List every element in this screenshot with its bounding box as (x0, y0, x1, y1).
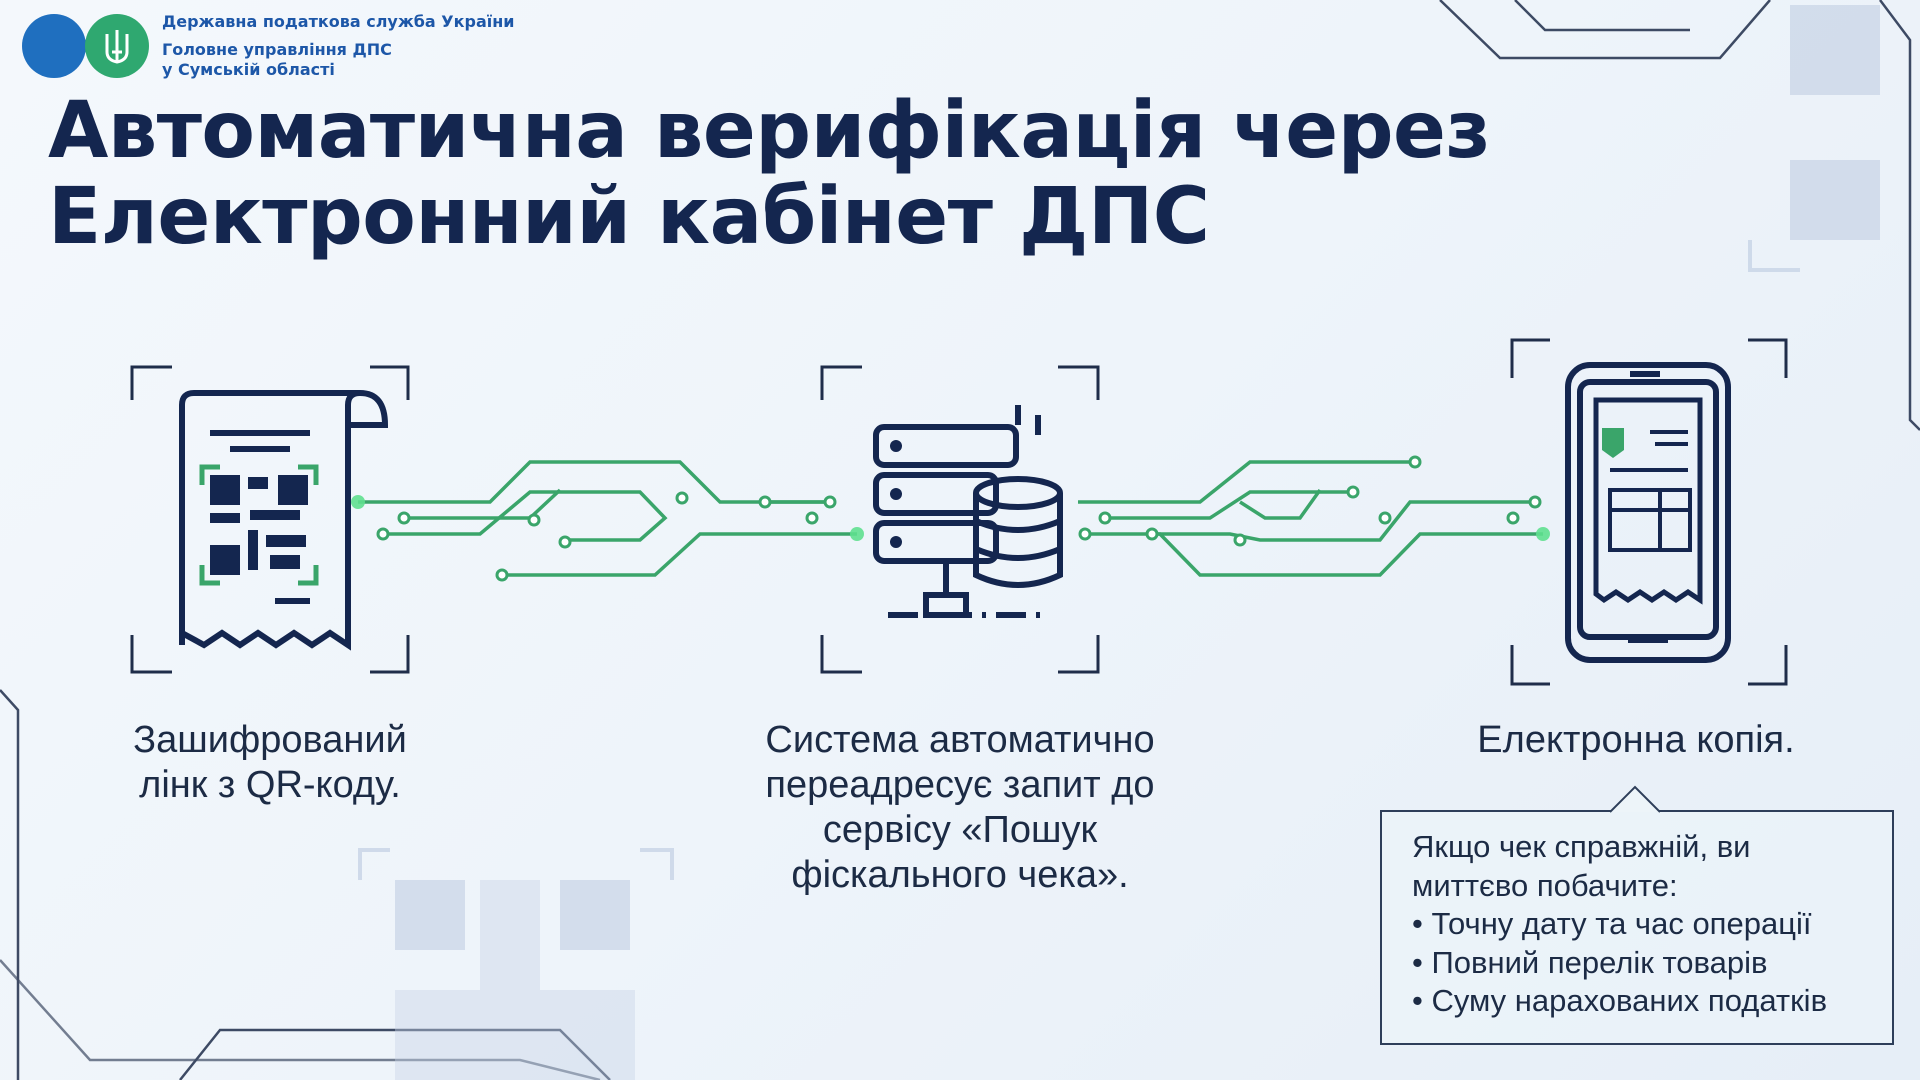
office-name: Головне управління ДПС (162, 40, 392, 59)
title-line-2: Електронний кабінет ДПС (48, 172, 1210, 262)
server-database-icon (873, 405, 1063, 618)
office-region: у Сумській області (162, 60, 335, 79)
trident-emblem-icon (85, 14, 149, 78)
info-bullet: • Повний перелік товарів (1412, 944, 1768, 980)
info-intro-line-2: миттєво побачите: (1412, 867, 1678, 903)
title-line-1: Автоматична верифікація через (48, 86, 1491, 176)
step-2-line-2: переадресує запит до (765, 764, 1155, 806)
info-intro-line-1: Якщо чек справжній, ви (1412, 829, 1751, 864)
step-3-line-1: Електронна копія. (1477, 719, 1795, 761)
step-2-line-4: фіскального чека». (791, 854, 1129, 896)
step-1-caption: Зашифрований лінк з QR-коду. (70, 718, 470, 808)
step-2-line-1: Система автоматично (765, 719, 1155, 761)
org-name: Державна податкова служба України (162, 12, 515, 31)
info-box-pointer (1610, 785, 1660, 813)
info-bullet: • Точну дату та час операції (1412, 906, 1812, 941)
step-1-line-1: Зашифрований (133, 719, 407, 761)
receipt-qr-icon (179, 390, 389, 651)
info-bullet: • Суму нарахованих податків (1412, 983, 1828, 1018)
smartphone-receipt-icon (1565, 362, 1731, 663)
info-box (1380, 810, 1894, 1045)
info-box-text: Якщо чек справжній, ви миттєво побачите:… (1412, 828, 1827, 1021)
page-title: Автоматична верифікація через Електронни… (48, 86, 1491, 262)
logo-blue-circle (22, 14, 86, 78)
step-2-line-3: сервісу «Пошук (822, 809, 1098, 851)
step-3-caption: Електронна копія. (1400, 718, 1872, 763)
step-2-caption: Система автоматично переадресує запит до… (700, 718, 1220, 898)
step-1-line-2: лінк з QR-коду. (139, 764, 401, 806)
